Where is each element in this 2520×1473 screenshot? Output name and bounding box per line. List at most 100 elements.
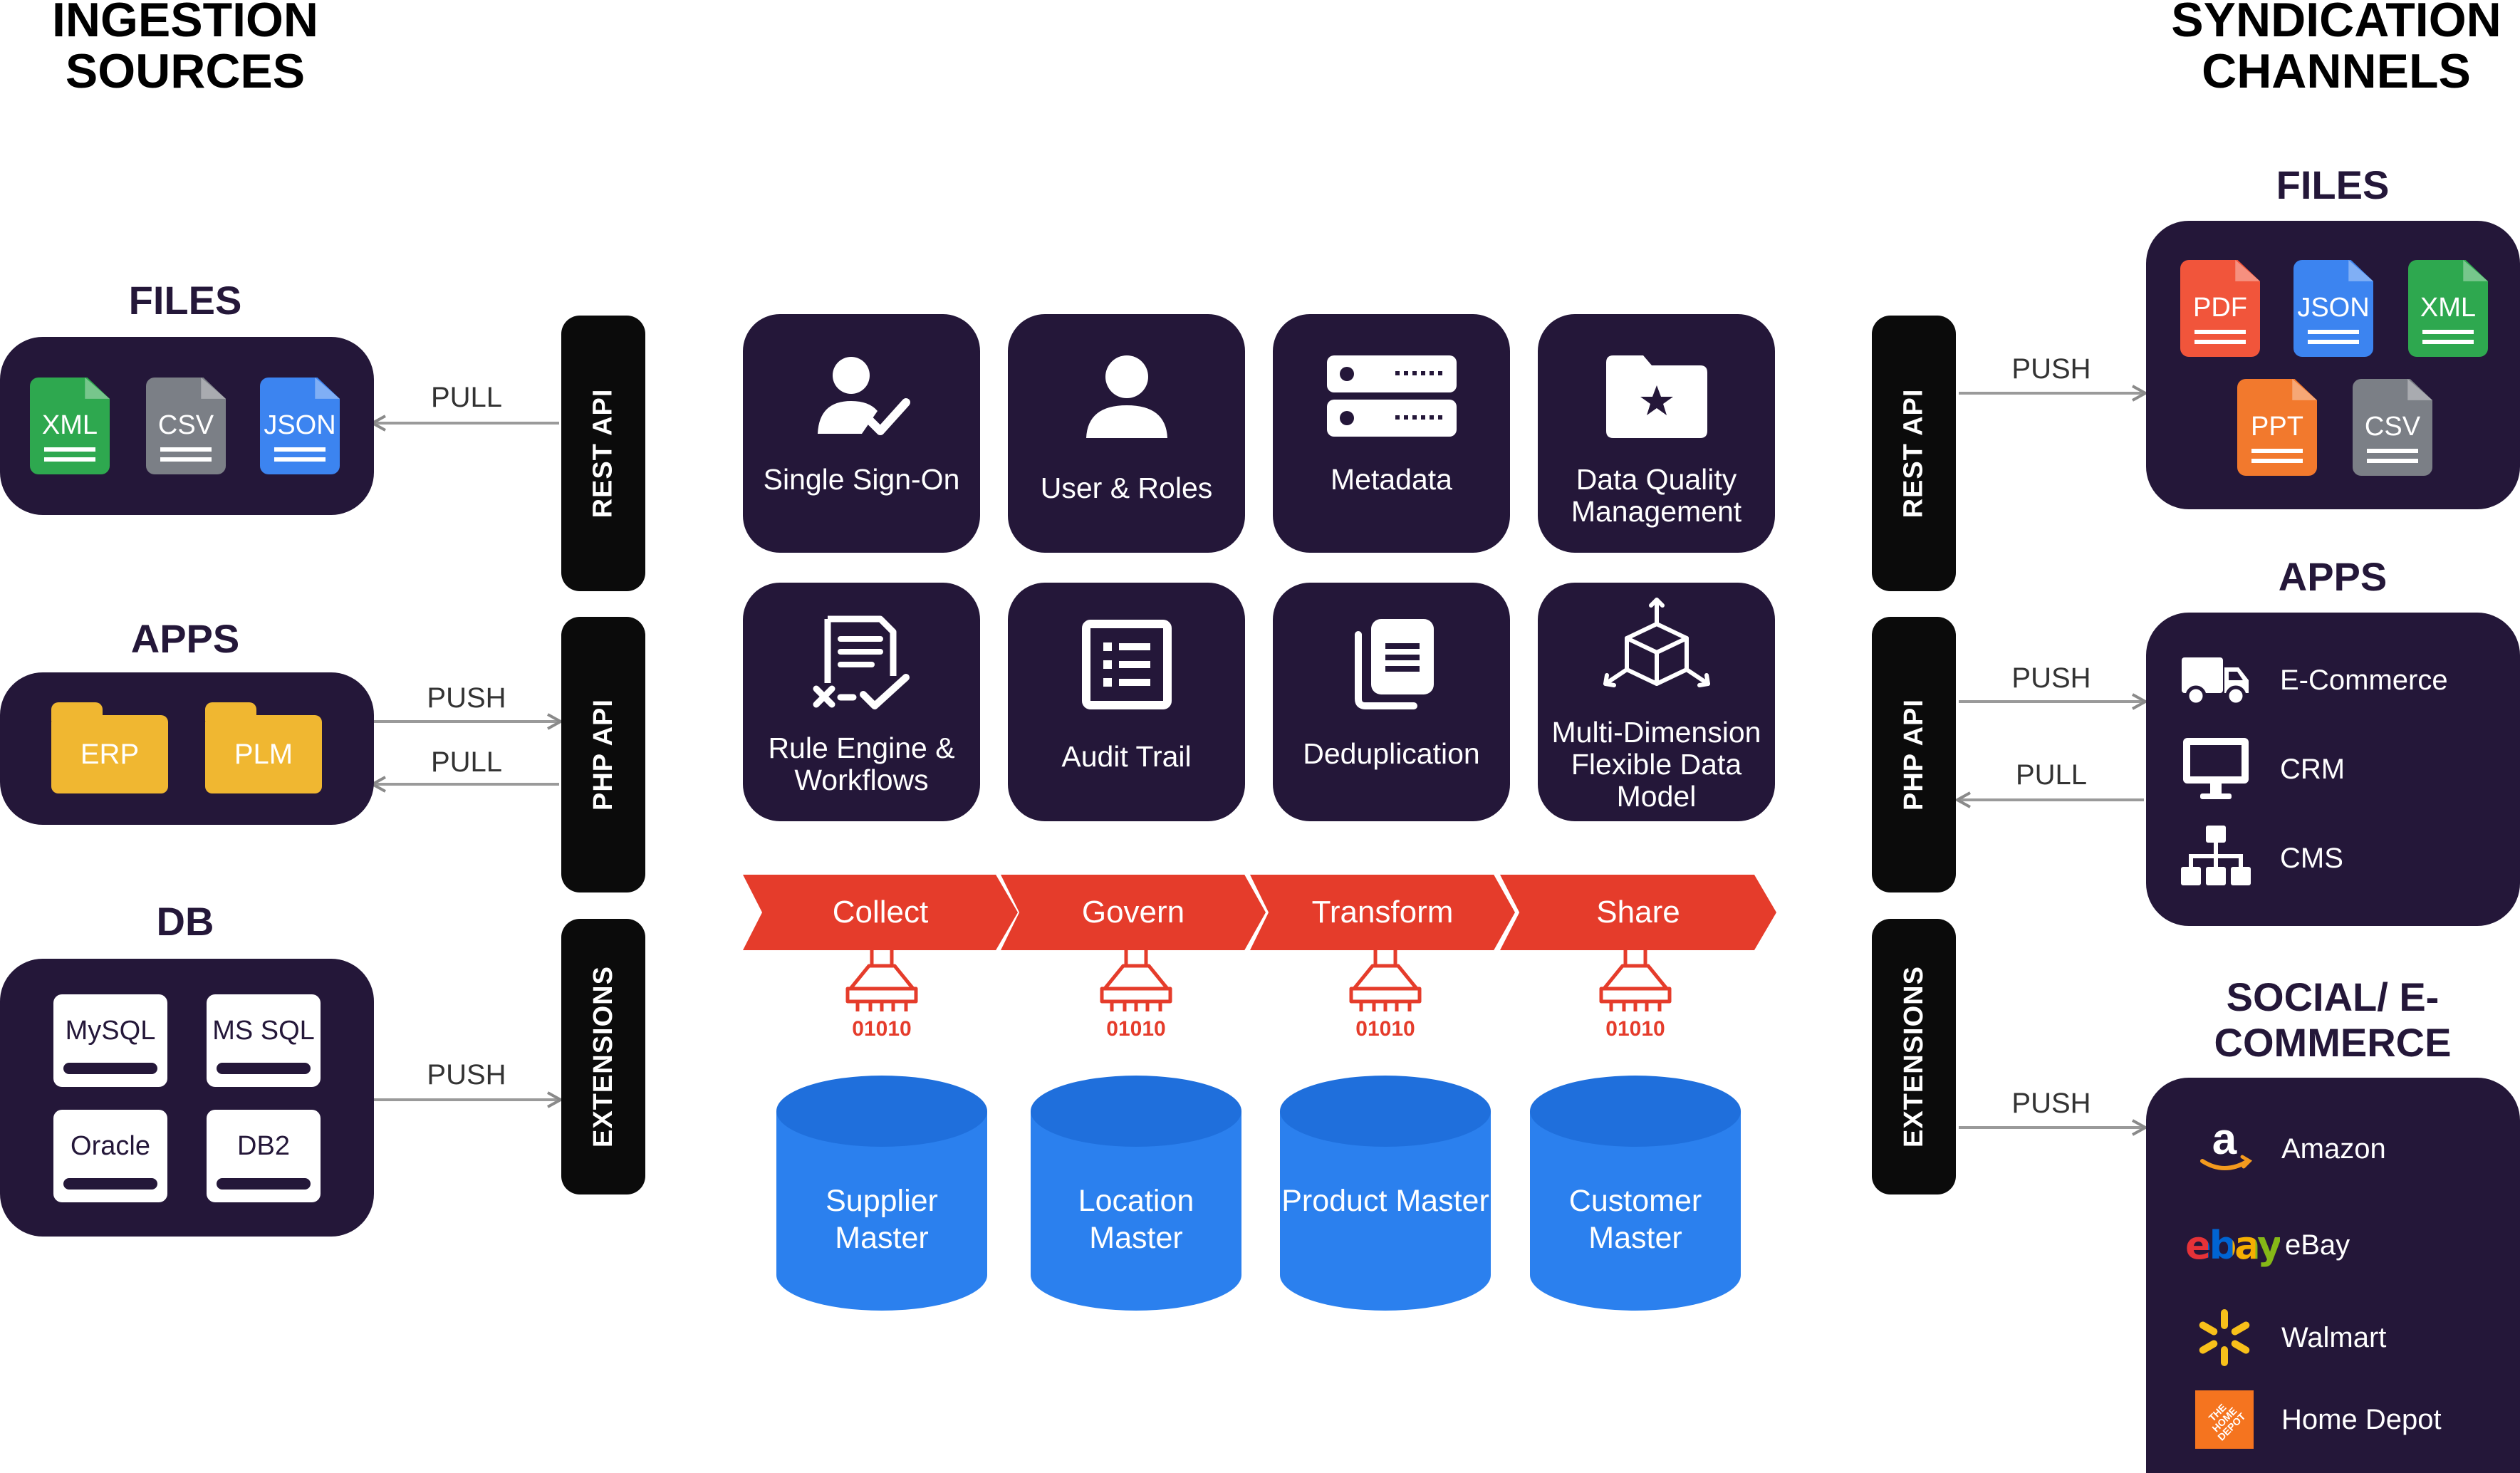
- crm-label: CRM: [2280, 753, 2345, 785]
- right-php-api-bar: PHP API: [1872, 617, 1956, 892]
- right-apps-heading: APPS: [2278, 554, 2388, 599]
- share-label: Share: [1596, 895, 1680, 930]
- ebay-label: eBay: [2285, 1229, 2350, 1261]
- e-commerce-row: E-Commerce: [2180, 648, 2448, 712]
- walmart-row: Walmart: [2185, 1298, 2386, 1377]
- oracle-card: Oracle: [53, 1110, 167, 1202]
- left-db-push-label: PUSH: [427, 1059, 506, 1091]
- xml-file-icon: XML: [30, 378, 110, 474]
- right-json-file-label: JSON: [2297, 293, 2370, 323]
- user-check-icon: [817, 357, 910, 435]
- location-master-label: Location Master: [1078, 1184, 1194, 1255]
- transform-stage: Transform: [1250, 875, 1515, 950]
- checklist-icon: [813, 615, 910, 709]
- right-php-api-label: PHP API: [1898, 699, 1929, 811]
- left-php-api-label: PHP API: [588, 699, 618, 811]
- govern-binary-text: 01010: [1106, 1017, 1165, 1040]
- collect-funnel-icon: 01010: [845, 950, 918, 1040]
- audit-trail-label: Audit Trail: [1061, 740, 1192, 773]
- right-apps-pull-label: PULL: [2015, 759, 2088, 791]
- share-stage: Share: [1500, 875, 1776, 950]
- rule-engine-label: Rule Engine & Workflows: [768, 732, 955, 796]
- ebay-logo: ebay: [2185, 1222, 2282, 1268]
- json-file-icon: JSON: [260, 378, 340, 474]
- collect-binary-text: 01010: [852, 1017, 911, 1040]
- left-extensions-bar: EXTENSIONS: [561, 919, 645, 1194]
- home-depot-row: THE HOME DEPOT Home Depot: [2185, 1380, 2442, 1459]
- ebay-logo-text: ebay: [2185, 1222, 2282, 1268]
- pdf-file-icon: PDF: [2180, 260, 2260, 357]
- product-master-cylinder: Product Master: [1280, 1076, 1491, 1311]
- crm-row: CRM: [2180, 734, 2345, 805]
- home-depot-label: Home Depot: [2281, 1403, 2442, 1435]
- left-apps-panel: ERP PLM: [0, 672, 374, 825]
- right-apps-push-label: PUSH: [2011, 662, 2091, 694]
- sitemap-icon: [2181, 826, 2251, 885]
- left-apps-push-label: PUSH: [427, 682, 506, 714]
- cms-label: CMS: [2280, 842, 2343, 874]
- govern-label: Govern: [1081, 895, 1185, 930]
- single-sign-on-tile: Single Sign-On: [743, 314, 980, 553]
- right-files-panel: PDF JSON XML PPT CSV: [2146, 221, 2520, 509]
- right-rest-api-bar: REST API: [1872, 316, 1956, 591]
- single-sign-on-label: Single Sign-On: [763, 463, 960, 496]
- right-apps-panel: E-Commerce CRM CMS: [2146, 613, 2520, 926]
- deduplication-label: Deduplication: [1303, 737, 1480, 770]
- collect-label: Collect: [832, 895, 929, 930]
- mssql-card: MS SQL: [207, 994, 321, 1087]
- metadata-tile: Metadata: [1273, 314, 1510, 553]
- data-quality-label: Data Quality Management: [1571, 463, 1742, 528]
- left-rest-api-label: REST API: [588, 388, 618, 519]
- data-quality-tile: Data Quality Management: [1538, 314, 1775, 553]
- left-php-api-bar: PHP API: [561, 617, 645, 892]
- walmart-label: Walmart: [2281, 1321, 2387, 1353]
- customer-master-cylinder: Customer Master: [1530, 1076, 1741, 1311]
- oracle-label: Oracle: [71, 1131, 150, 1161]
- amazon-row: a Amazon: [2185, 1110, 2386, 1188]
- db2-card: DB2: [207, 1110, 321, 1202]
- server-icon: [1326, 355, 1457, 437]
- right-files-push-label: PUSH: [2011, 353, 2091, 385]
- share-binary-text: 01010: [1605, 1017, 1665, 1040]
- left-files-heading: FILES: [128, 278, 242, 323]
- share-funnel-icon: 01010: [1599, 950, 1672, 1040]
- e-commerce-label: E-Commerce: [2280, 664, 2448, 696]
- user-icon: [1085, 355, 1167, 438]
- json-file-label: JSON: [264, 410, 336, 440]
- multi-dimension-label: Multi-Dimension Flexible Data Model: [1551, 716, 1761, 813]
- left-files-pull-label: PULL: [430, 382, 503, 413]
- right-xml-file-icon: XML: [2408, 260, 2488, 357]
- mysql-label: MySQL: [65, 1016, 156, 1046]
- right-social-push-label: PUSH: [2011, 1088, 2091, 1119]
- syndication-channels-heading: SYNDICATION CHANNELS: [2171, 0, 2501, 98]
- right-social-heading: SOCIAL/ E-COMMERCE: [2214, 974, 2452, 1065]
- pdf-file-label: PDF: [2193, 293, 2247, 323]
- metadata-label: Metadata: [1331, 463, 1452, 496]
- product-master-label: Product Master: [1281, 1184, 1489, 1218]
- plm-label: PLM: [234, 738, 293, 770]
- right-files-heading: FILES: [2276, 162, 2390, 207]
- right-extensions-bar: EXTENSIONS: [1872, 919, 1956, 1194]
- right-rest-api-label: REST API: [1898, 388, 1929, 519]
- mysql-card: MySQL: [53, 994, 167, 1087]
- csv-file-label: CSV: [157, 410, 214, 440]
- erp-folder-icon: ERP: [51, 702, 168, 793]
- transform-binary-text: 01010: [1355, 1017, 1415, 1040]
- ingestion-sources-heading: INGESTION SOURCES: [51, 0, 319, 98]
- walmart-logo: [2199, 1309, 2250, 1366]
- db2-label: DB2: [237, 1131, 290, 1161]
- ebay-row: ebay eBay: [2185, 1206, 2350, 1284]
- deduplication-tile: Deduplication: [1273, 583, 1510, 821]
- left-db-heading: DB: [156, 899, 214, 944]
- transform-funnel-icon: 01010: [1349, 950, 1422, 1040]
- customer-master-label: Customer Master: [1568, 1184, 1702, 1255]
- erp-label: ERP: [80, 738, 140, 770]
- multi-dimension-tile: Multi-Dimension Flexible Data Model: [1538, 583, 1775, 821]
- left-extensions-label: EXTENSIONS: [588, 966, 618, 1147]
- svg-text:a: a: [2212, 1117, 2237, 1164]
- right-csv-file-icon: CSV: [2353, 379, 2432, 476]
- right-social-panel: a Amazon ebay eBay: [2146, 1078, 2520, 1473]
- left-files-panel: XML CSV JSON: [0, 337, 374, 515]
- govern-funnel-icon: 01010: [1100, 950, 1172, 1040]
